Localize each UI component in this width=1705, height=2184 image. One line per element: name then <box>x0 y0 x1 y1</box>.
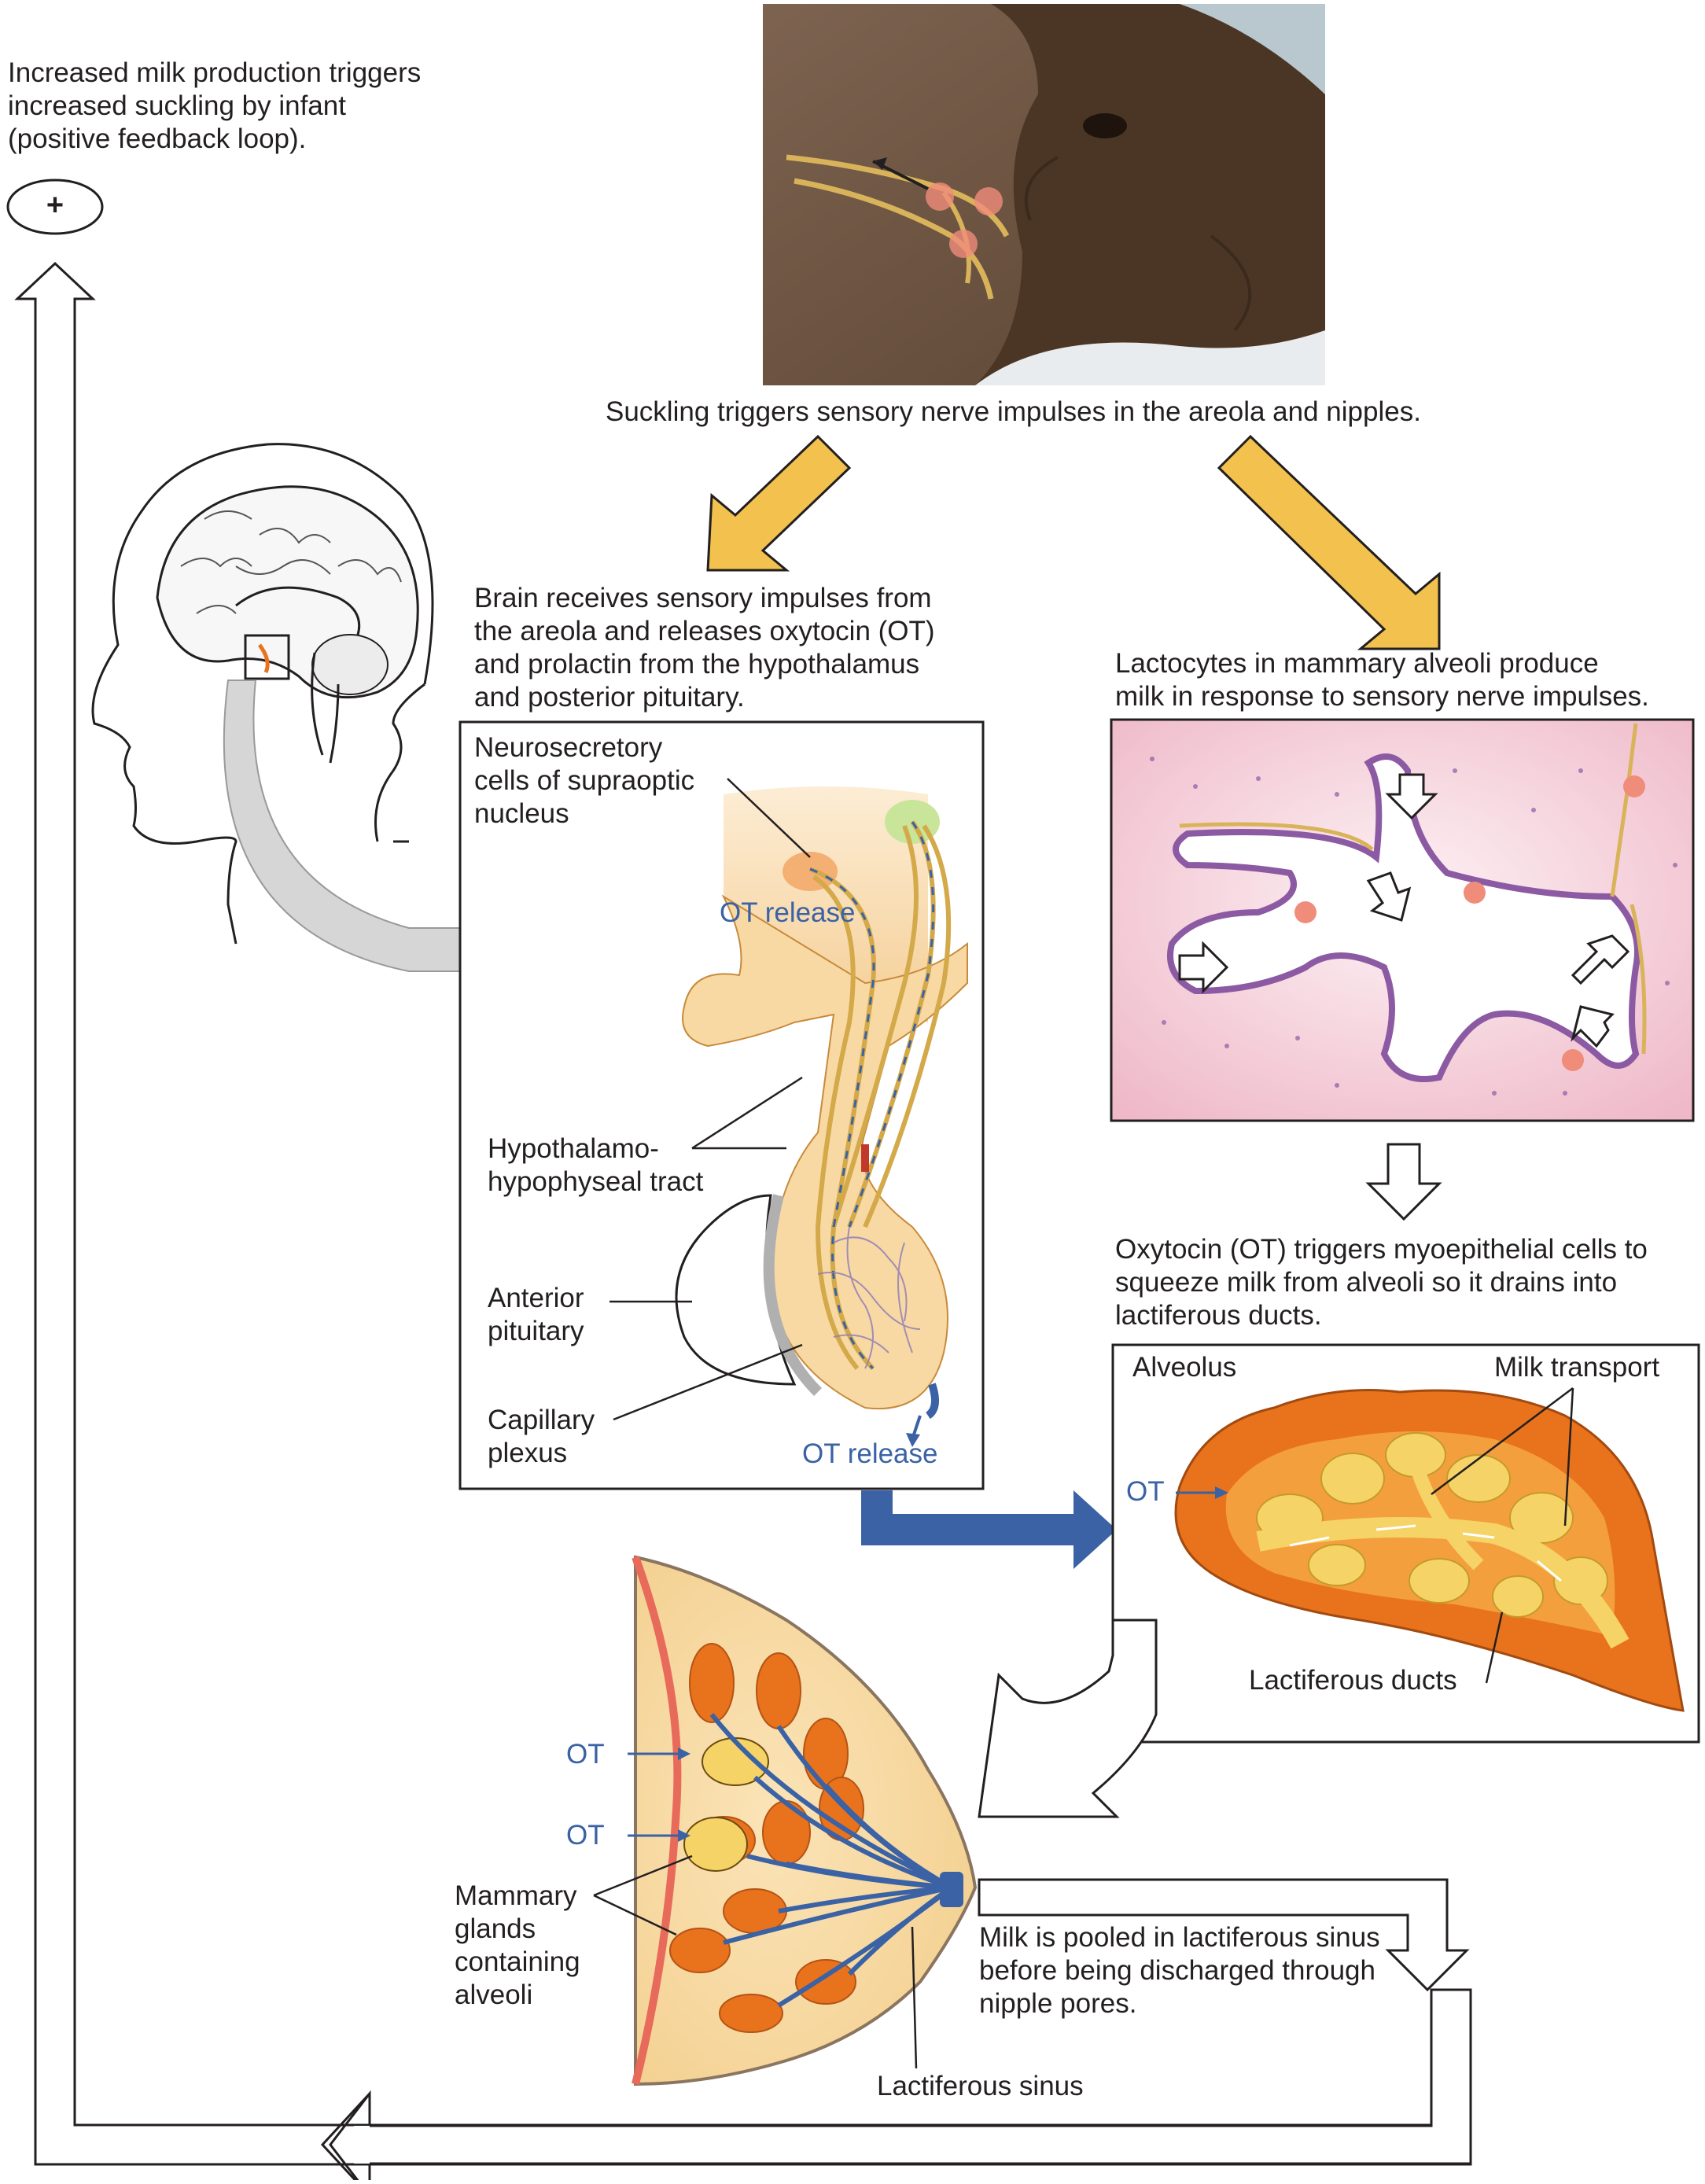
oxytocin-caption: Oxytocin (OT) triggers myoepithelial cel… <box>1115 1234 1648 1331</box>
pituitary-panel <box>458 720 985 1490</box>
feedback-caption: Increased milk production triggers incre… <box>8 57 422 154</box>
head-brain-illustration <box>91 443 434 945</box>
lactocytes-panel <box>1110 718 1695 1122</box>
capillary-plexus-label: Capillary plexus <box>488 1405 595 1468</box>
ot-release-top-label: OT release <box>720 897 856 928</box>
lactocytes-caption: Lactocytes in mammary alveoli produce mi… <box>1115 648 1649 712</box>
blue-hormone-arrow <box>861 1490 1117 1569</box>
ot-alveolus-label: OT <box>1126 1476 1165 1507</box>
feedback-return-arrow <box>320 1988 1472 2184</box>
breast-illustration <box>593 1555 978 2086</box>
milk-pooled-caption: Milk is pooled in lactiferous sinus befo… <box>979 1922 1380 2019</box>
neurosecretory-label: Neurosecretory cells of supraoptic nucle… <box>474 732 695 829</box>
anterior-pituitary-label: Anterior pituitary <box>488 1283 584 1346</box>
plus-sign: + <box>46 189 64 222</box>
feedback-symbol <box>6 179 104 235</box>
nursing-infant-illustration <box>763 4 1325 385</box>
white-diagonal-arrow <box>978 1619 1158 1818</box>
lactiferous-sinus-label: Lactiferous sinus <box>877 2071 1084 2101</box>
ot-breast-label-1: OT <box>566 1739 605 1770</box>
white-right-down-arrow <box>978 1878 1470 1992</box>
alveolus-panel <box>1111 1343 1700 1744</box>
white-down-arrow <box>1365 1143 1442 1221</box>
brain-caption: Brain receives sensory impulses from the… <box>474 583 935 713</box>
yellow-arrow-right <box>1217 434 1441 650</box>
yellow-arrow-left <box>706 434 852 572</box>
milk-transport-label: Milk transport <box>1494 1352 1660 1383</box>
tract-label: Hypothalamo- hypophyseal tract <box>488 1133 704 1197</box>
mammary-glands-label: Mammary glands containing alveoli <box>455 1880 580 2010</box>
ot-release-bottom-label: OT release <box>802 1438 938 1469</box>
ot-breast-label-2: OT <box>566 1820 605 1851</box>
feedback-loop-arrow <box>14 261 371 2184</box>
suckling-caption: Suckling triggers sensory nerve impulses… <box>606 396 1421 427</box>
alveolus-label: Alveolus <box>1132 1352 1237 1383</box>
lactiferous-ducts-label: Lactiferous ducts <box>1249 1665 1457 1696</box>
